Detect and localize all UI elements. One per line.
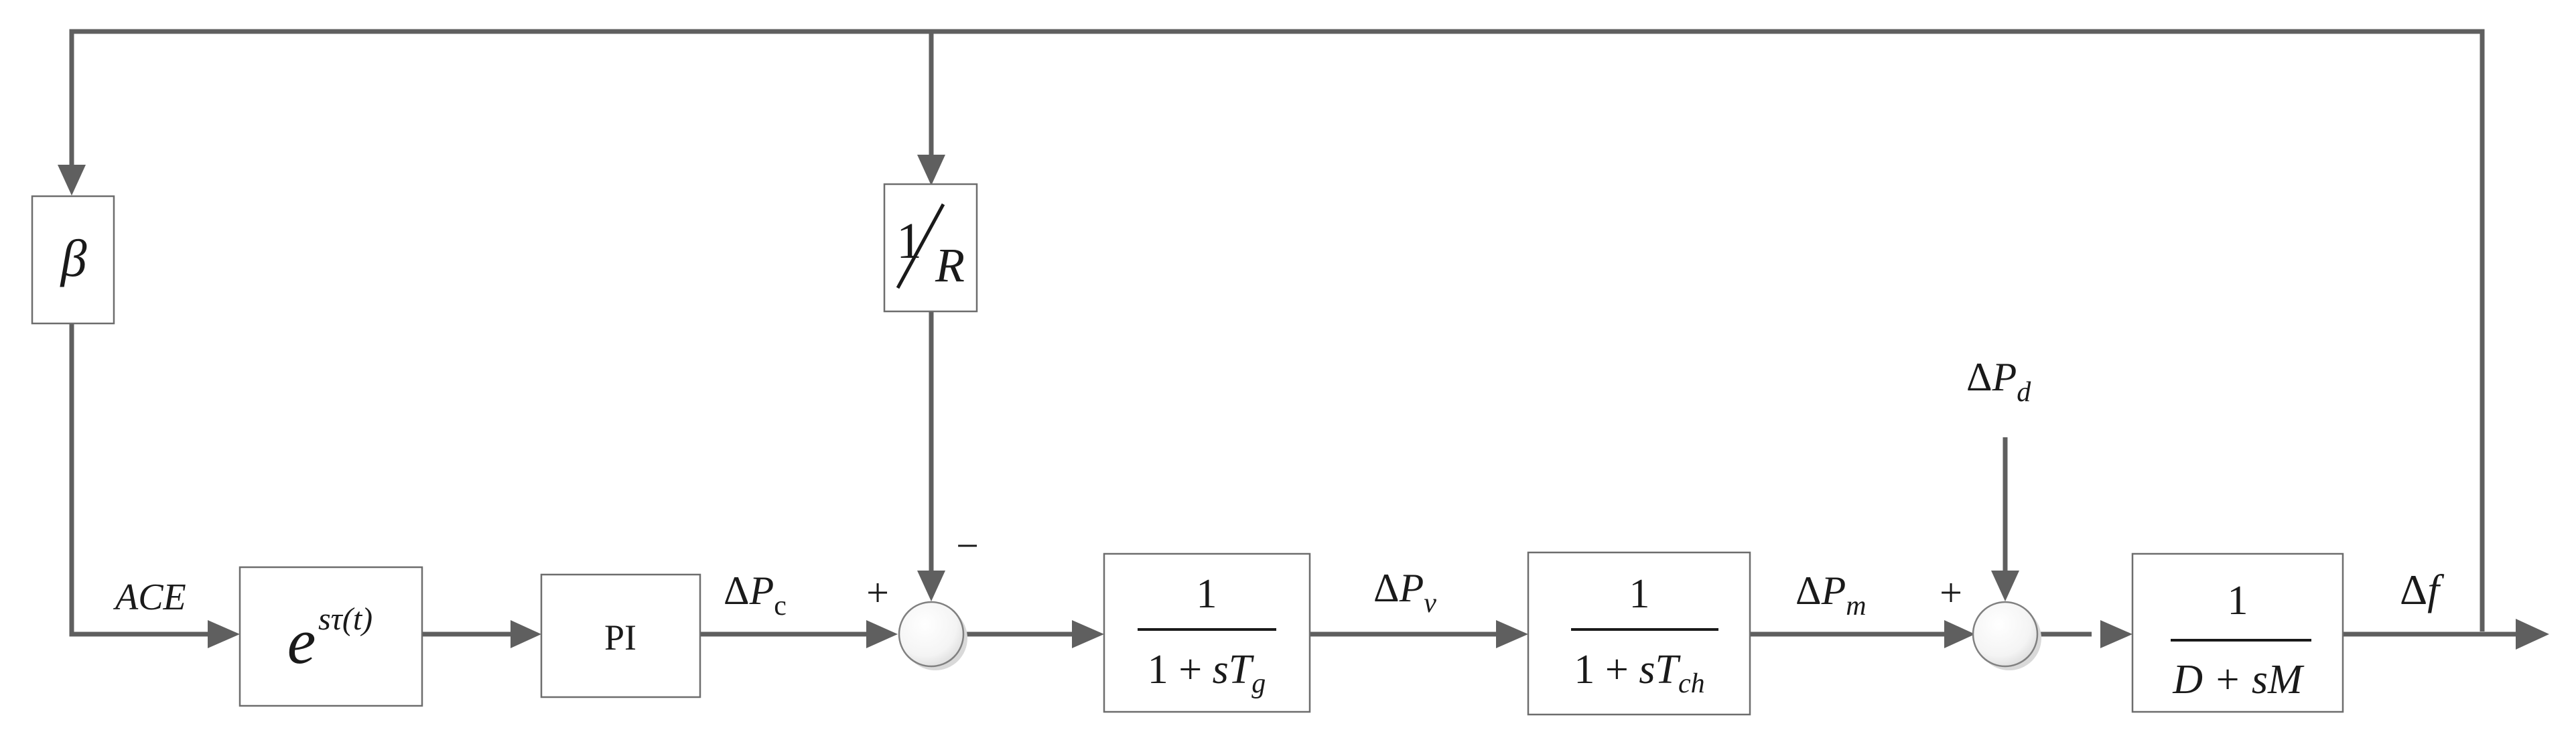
plant-block: 1 D + sM: [2131, 552, 2344, 713]
governor-block: 1 1 + sTg: [1103, 552, 1311, 713]
pd-label: ΔPd: [1966, 355, 2031, 408]
inv-r-slash: [896, 203, 945, 289]
wires: [69, 29, 2519, 637]
pm-label: ΔPm: [1795, 569, 1867, 621]
governor-den-var: sT: [1213, 647, 1255, 692]
f-label: Δf: [2400, 566, 2445, 613]
beta-to-delay-wire: [69, 323, 213, 637]
pd-var: P: [1992, 355, 2017, 399]
arrow-into-beta: [58, 165, 86, 196]
governor-denominator: 1 + sTg: [1148, 647, 1266, 699]
plant-denominator: D + sM: [2172, 657, 2305, 702]
arrow-into-turbine: [1496, 620, 1528, 648]
inv-r-block: 1 R: [883, 183, 978, 313]
f-delta: Δ: [2400, 566, 2427, 613]
pm-delta: Δ: [1795, 569, 1822, 613]
arrow-into-inv-r: [917, 155, 945, 185]
turbine-den-sub: ch: [1678, 668, 1705, 699]
arrow-into-sum1-left: [866, 620, 898, 648]
arrow-into-sum2-left: [1944, 620, 1975, 648]
feedback-bus: [69, 29, 2485, 631]
arrow-into-sum1-top: [917, 571, 945, 601]
turbine-den-var: sT: [1639, 647, 1681, 692]
governor-numerator: 1: [1197, 571, 1217, 617]
beta-block: β: [31, 195, 115, 325]
sum-junction-1: [898, 601, 967, 670]
pc-sub: c: [774, 591, 787, 621]
sum1-minus-sign: −: [956, 524, 979, 568]
pm-sub: m: [1846, 591, 1866, 621]
pi-block: PI: [540, 573, 701, 698]
arrow-output: [2516, 619, 2549, 650]
arrow-into-plant: [2100, 620, 2132, 648]
pc-label: ΔPc: [724, 569, 787, 621]
delay-block: e sτ(t): [239, 566, 423, 707]
sum-junction-2: [1972, 601, 2041, 670]
arrow-into-pi: [511, 620, 541, 648]
pm-var: P: [1821, 569, 1846, 613]
pv-var: P: [1399, 566, 1424, 610]
plant-numerator: 1: [2228, 578, 2248, 623]
pc-delta: Δ: [724, 569, 750, 613]
turbine-denominator: 1 + sTch: [1574, 647, 1704, 699]
ace-label: ACE: [113, 577, 186, 618]
pd-sub: d: [2017, 377, 2031, 408]
pi-label: PI: [604, 617, 636, 658]
inv-r-numerator: 1: [896, 213, 922, 269]
turbine-numerator: 1: [1629, 571, 1650, 617]
pv-sub: v: [1424, 588, 1436, 619]
arrow-into-delay: [208, 620, 240, 648]
pc-var: P: [749, 569, 774, 613]
governor-den-prefix: 1 +: [1148, 647, 1213, 692]
pv-delta: Δ: [1373, 566, 1400, 610]
turbine-den-prefix: 1 +: [1574, 647, 1639, 692]
delay-base: e: [287, 605, 316, 677]
governor-den-sub: g: [1251, 668, 1266, 699]
inv-r-denominator: R: [935, 238, 965, 292]
arrow-into-governor: [1072, 620, 1104, 648]
delay-exponent: sτ(t): [318, 601, 372, 637]
sum2-plus-sign: +: [1940, 571, 1962, 615]
arrowheads: [58, 155, 2549, 650]
arrow-into-sum2-top: [1991, 571, 2019, 601]
pd-delta: Δ: [1966, 355, 1992, 399]
turbine-block: 1 1 + sTch: [1527, 551, 1751, 716]
f-var: f: [2427, 566, 2445, 613]
beta-symbol: β: [60, 229, 87, 287]
pv-label: ΔPv: [1373, 566, 1436, 619]
sum1-plus-sign: +: [866, 571, 889, 615]
